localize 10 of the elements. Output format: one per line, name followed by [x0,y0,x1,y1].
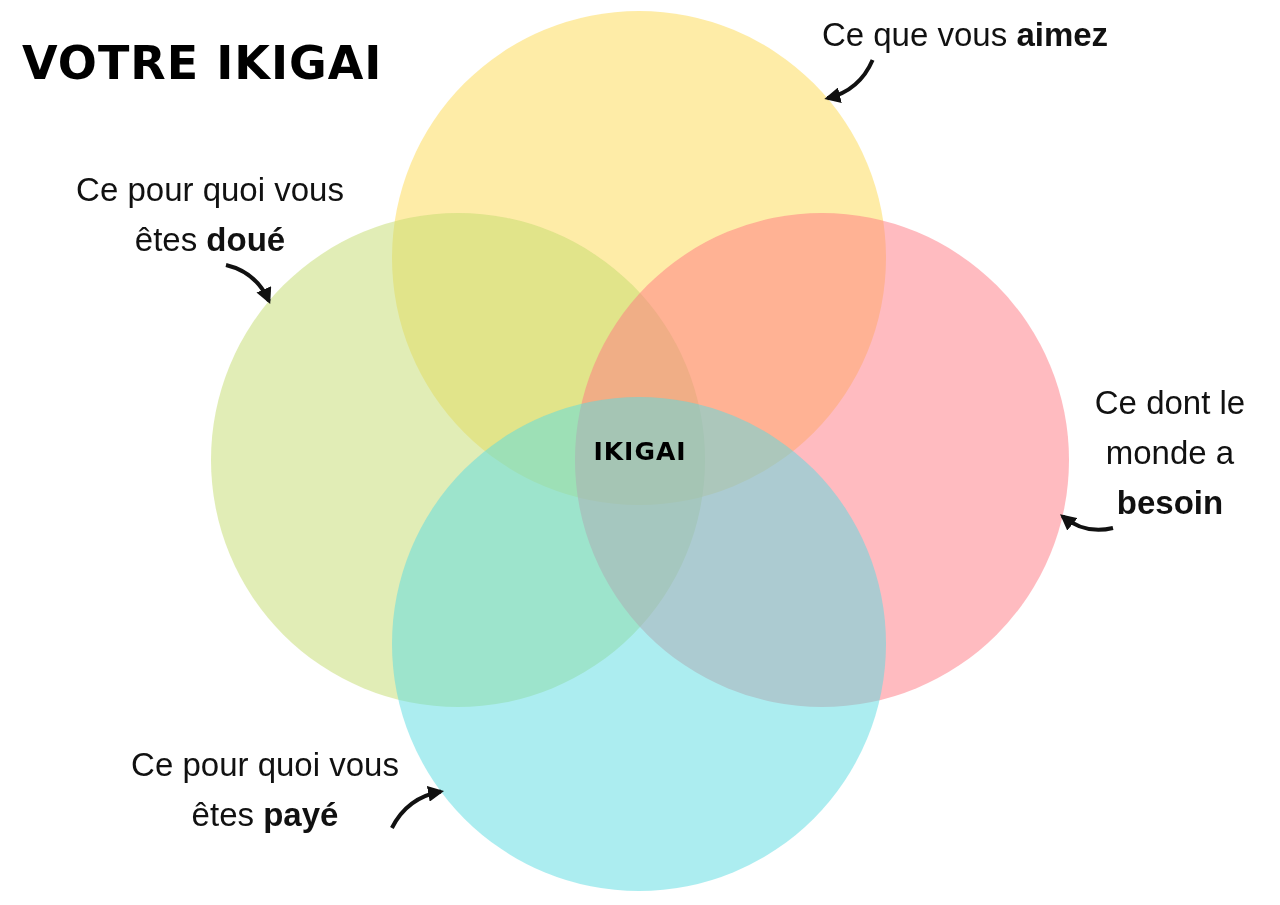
arrow [1060,514,1114,532]
category-label: Ce pour quoi vous êtes doué [50,165,370,265]
arrow [390,786,444,829]
title: VOTRE IKIGAI [22,36,383,90]
arrow [225,263,271,304]
center-label: IKIGAI [592,437,688,466]
category-label: Ce dont le monde a besoin [1075,378,1265,528]
category-label: Ce que vous aimez [800,10,1130,60]
arrow [824,59,875,103]
category-label: Ce pour quoi vous êtes payé [130,740,400,840]
